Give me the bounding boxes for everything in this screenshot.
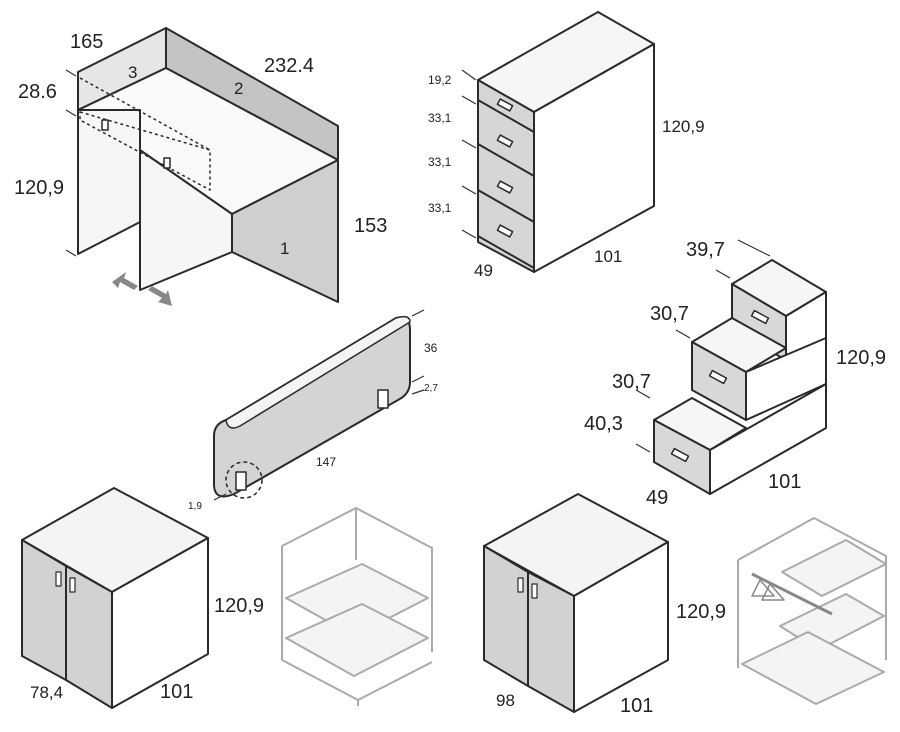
desk-part-3-label: 3 <box>128 63 138 82</box>
step-bottom-side <box>709 383 827 495</box>
drawer-unit-dimension-lines <box>461 69 477 239</box>
hanger-icon <box>751 579 775 597</box>
panel-dimension-lines <box>213 309 425 501</box>
desk-drawer-height-label: 28.6 <box>18 81 57 103</box>
panel-gap-label: 2,7 <box>424 383 438 394</box>
drawer-unit-d1-label: 33,1 <box>428 111 452 125</box>
stairs-dimension-lines <box>635 239 771 453</box>
drawer-unit-height-label: 120,9 <box>662 117 705 136</box>
move-arrows-icon <box>112 272 172 306</box>
desk-width-label: 153 <box>354 215 388 237</box>
cabinet-b-drawing <box>483 493 669 713</box>
cabinet-b-depth-label: 98 <box>496 691 515 710</box>
desk-length-label: 232.4 <box>264 55 315 77</box>
drawer-unit-handle-2 <box>496 134 514 148</box>
desk-part-1-label: 1 <box>280 239 290 258</box>
stairs-depth-label: 49 <box>646 487 669 509</box>
desk-sliding-drawer <box>79 111 211 191</box>
step-dim-1-label: 39,7 <box>686 239 725 261</box>
desk-drawing <box>77 27 339 303</box>
drawer-unit-handle-1 <box>496 98 514 112</box>
step-handle-3 <box>750 309 770 325</box>
drawer-unit-width-label: 101 <box>594 247 623 266</box>
desk-dimension-lines <box>65 69 77 257</box>
panel-clip-detail-circle <box>225 461 263 499</box>
panel-thickness-label: 1,9 <box>188 501 202 512</box>
step-dim-2-label: 30,7 <box>650 303 689 325</box>
cabinet-a-height-label: 120,9 <box>214 595 265 617</box>
desk-leg-middle <box>139 149 233 291</box>
panel-length-label: 147 <box>316 455 337 469</box>
cabinet-a-interior-wireframe <box>281 507 433 706</box>
panel-height-label: 36 <box>424 341 438 355</box>
cabinet-a-door-right <box>65 565 113 709</box>
drawer-unit-handle-3 <box>496 180 514 194</box>
drawer-unit-drawing <box>477 11 655 273</box>
stairs-height-label: 120,9 <box>836 347 887 369</box>
hanging-rail <box>751 572 833 616</box>
cabinet-a-width-label: 101 <box>160 681 194 703</box>
cabinet-b-width-label: 101 <box>620 695 654 717</box>
cabinet-b-height-label: 120,9 <box>676 601 727 623</box>
desk-height-label: 120,9 <box>14 177 65 199</box>
drawer-unit-d3-label: 33,1 <box>428 201 452 215</box>
desk-part-2-label: 2 <box>234 79 244 98</box>
step-handle-2 <box>708 369 728 385</box>
panel-clip-left <box>235 471 247 491</box>
stairs-unit-drawing <box>653 259 827 495</box>
desk-depth-label: 165 <box>70 31 104 53</box>
stairs-width-label: 101 <box>768 471 802 493</box>
step-dim-4-label: 40,3 <box>584 413 623 435</box>
drawer-unit-depth-label: 49 <box>474 261 493 280</box>
cabinet-b-interior-wireframe <box>737 517 887 705</box>
cabinet-a-depth-label: 78,4 <box>30 683 64 702</box>
desk-handle-left <box>101 119 109 131</box>
cabinet-b-door-left <box>483 545 529 687</box>
cabinet-a-drawing <box>21 487 209 709</box>
cabinet-b-door-right <box>527 571 575 713</box>
desk-leg-left <box>77 109 141 255</box>
drawer-unit-top-label: 19,2 <box>428 73 452 87</box>
cabinet-a-door-left <box>21 539 67 681</box>
step-dim-3-label: 30,7 <box>612 371 651 393</box>
drawer-unit-handle-4 <box>496 224 514 238</box>
panel-clip-right <box>377 389 389 409</box>
desk-handle-right <box>163 157 171 169</box>
modesty-panel-drawing <box>213 315 411 499</box>
drawer-unit-d2-label: 33,1 <box>428 155 452 169</box>
drawer-unit-front <box>477 79 535 273</box>
step-handle-1 <box>670 447 690 463</box>
